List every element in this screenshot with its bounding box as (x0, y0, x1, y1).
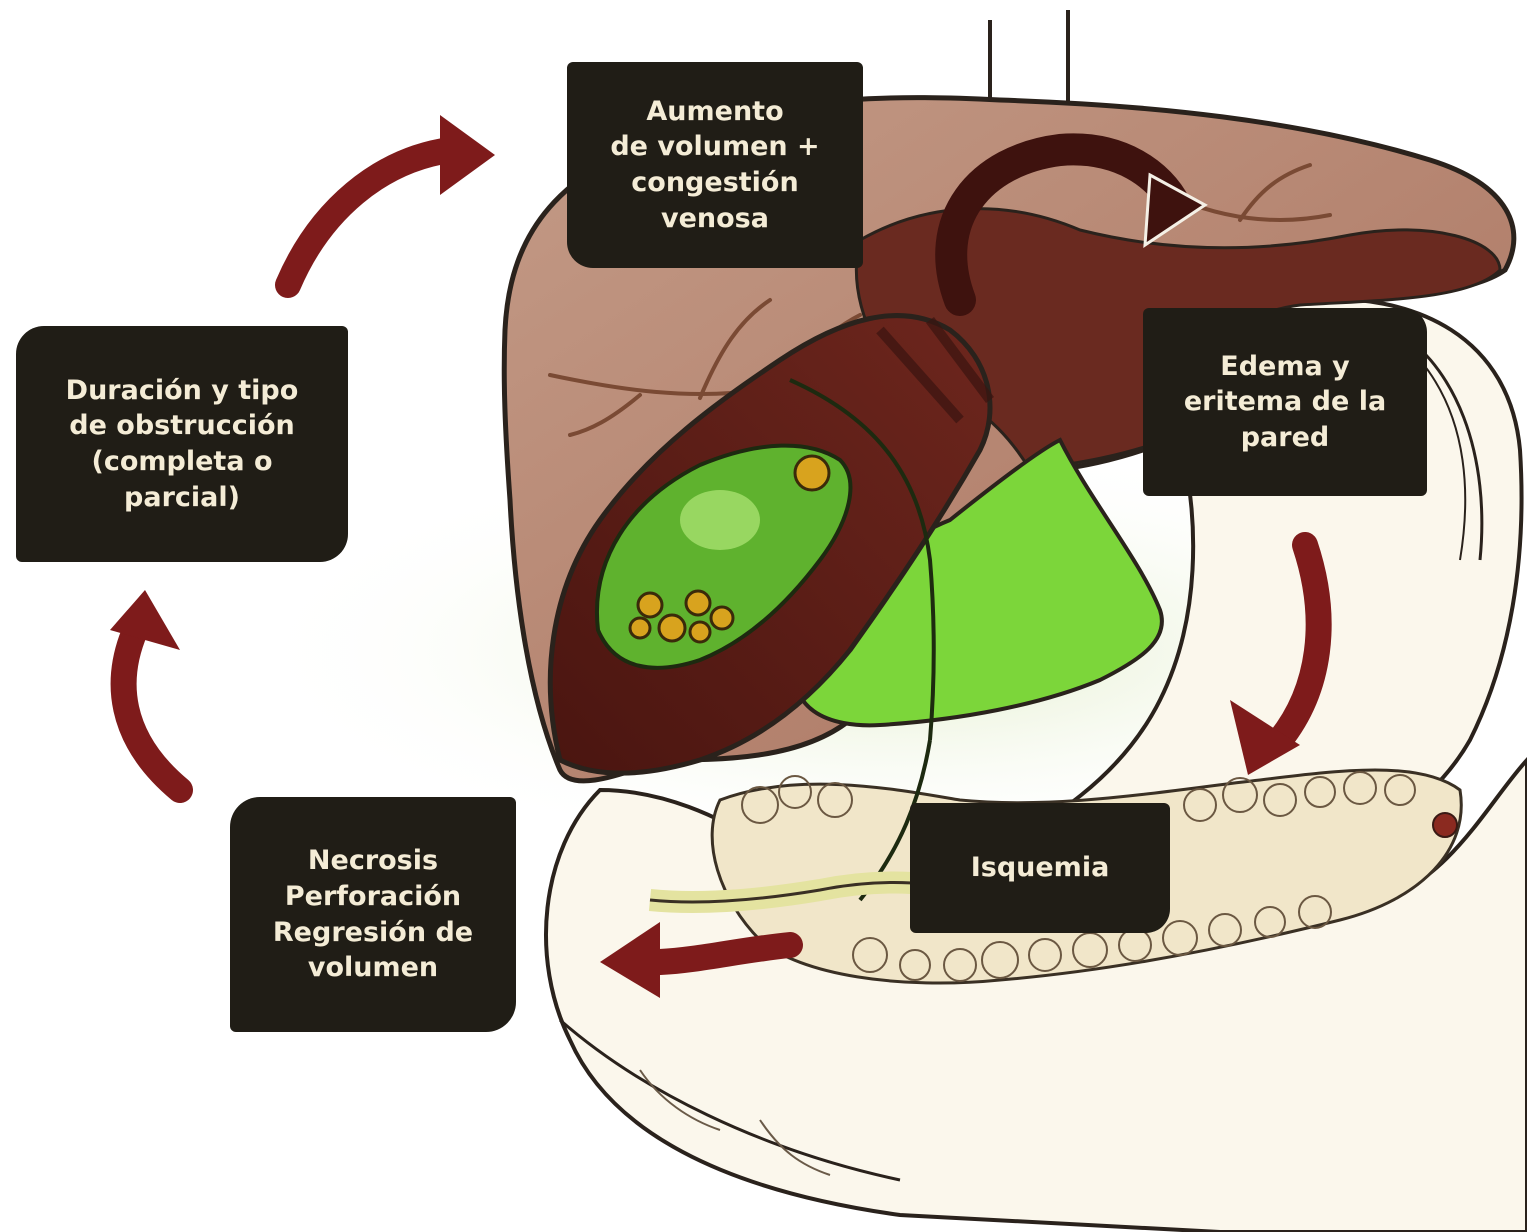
duracion-line-2: de obstrucción (69, 408, 294, 444)
duracion-line-4: parcial) (124, 480, 240, 516)
duracion-line-3: (completa o (92, 444, 273, 480)
necrosis-label-box: Necrosis Perforación Regresión de volume… (230, 797, 516, 1032)
aumento-line-2: de volumen + (610, 129, 819, 165)
necrosis-line-2: Perforación (285, 879, 461, 915)
edema-label-box: Edema y eritema de la pared (1143, 308, 1427, 496)
duracion-label-box: Duración y tipo de obstrucción (completa… (16, 326, 348, 562)
duracion-line-1: Duración y tipo (66, 373, 299, 409)
edema-line-2: eritema de la (1184, 384, 1386, 420)
edema-line-3: pared (1241, 420, 1330, 456)
edema-line-1: Edema y (1220, 349, 1349, 385)
necrosis-line-3: Regresión de (273, 915, 473, 951)
isquemia-line-1: Isquemia (971, 850, 1110, 886)
aumento-line-1: Aumento (646, 94, 783, 130)
isquemia-label-box: Isquemia (910, 803, 1170, 933)
necrosis-line-1: Necrosis (308, 843, 438, 879)
aumento-line-4: venosa (661, 201, 769, 237)
aumento-line-3: congestión (631, 165, 798, 201)
necrosis-line-4: volumen (308, 950, 438, 986)
aumento-label-box: Aumento de volumen + congestión venosa (567, 62, 863, 268)
